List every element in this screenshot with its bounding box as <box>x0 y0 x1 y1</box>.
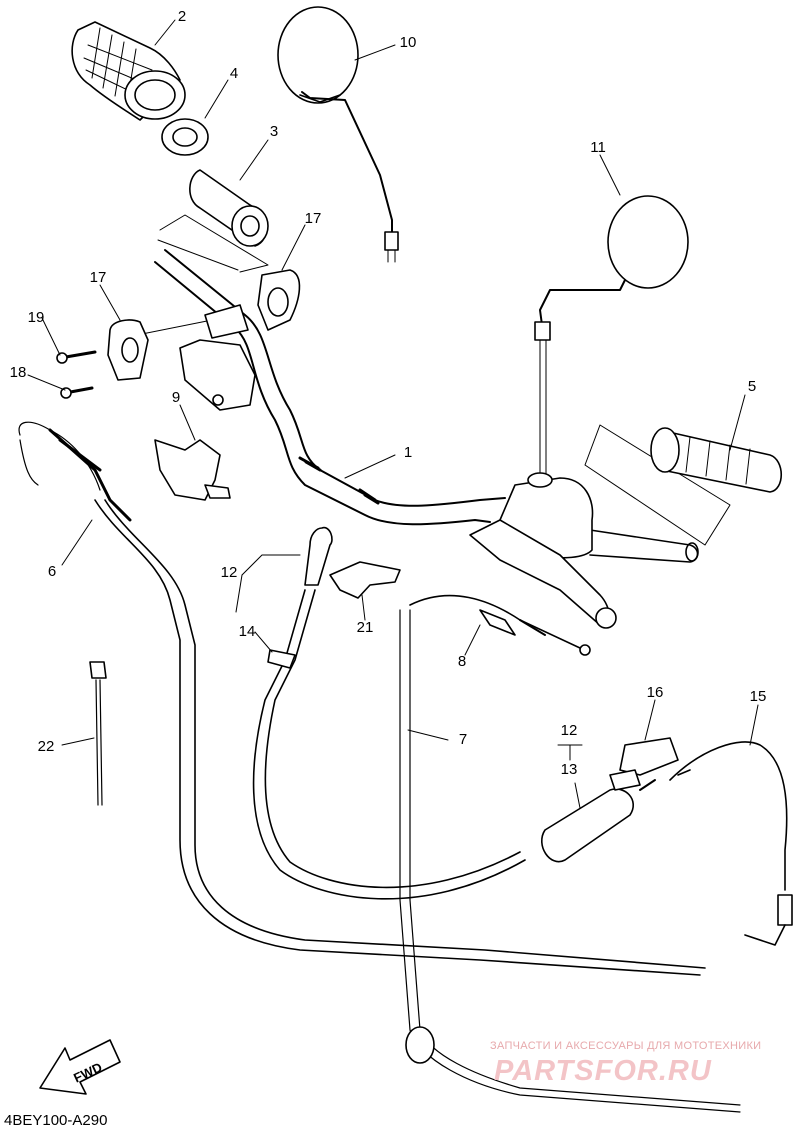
watermark-logo: PARTSFOR.RU <box>494 1055 712 1087</box>
watermark-tagline: ЗАПЧАСТИ И АКСЕССУАРЫ ДЛЯ МОТОТЕХНИКИ <box>490 1040 762 1052</box>
callout-17: 17 <box>304 210 322 227</box>
callout-11: 11 <box>590 139 606 156</box>
callout-12-right: 12 <box>560 722 578 739</box>
callout-8: 8 <box>457 653 467 670</box>
callout-10: 10 <box>399 34 417 51</box>
callout-22: 22 <box>37 738 55 755</box>
callout-19: 18 <box>9 364 27 381</box>
part-16-switch <box>609 737 679 791</box>
callout-14: 14 <box>238 623 256 640</box>
part-1-handlebar <box>154 249 699 563</box>
callout-18: 17 <box>89 269 107 286</box>
callout-9: 9 <box>171 389 181 406</box>
part-10-left-mirror <box>277 6 399 263</box>
left-switch-box <box>179 304 256 411</box>
callout-13: 13 <box>560 761 578 778</box>
callout-2: 2 <box>177 8 187 25</box>
callout-7: 7 <box>458 731 468 748</box>
diagram-code: 4BEY100-A290 <box>4 1112 108 1129</box>
part-20-screw <box>56 350 97 364</box>
callout-15: 15 <box>749 688 767 705</box>
callout-21: 21 <box>356 619 374 636</box>
part-2-left-grip <box>71 21 186 121</box>
brake-lever-assembly <box>469 472 617 629</box>
part-19-screw <box>60 386 94 399</box>
part-6-cable <box>18 421 706 976</box>
part-7-cable <box>399 594 741 1113</box>
callout-1: 1 <box>403 444 413 461</box>
part-11-right-mirror <box>534 195 689 476</box>
part-22-cable-tie <box>89 661 107 806</box>
part-13-adjuster <box>541 779 656 863</box>
part-18-housing <box>107 319 149 381</box>
part-12-choke-cable <box>252 526 526 900</box>
part-15-cable <box>669 741 793 946</box>
part-4-washer <box>161 118 209 156</box>
part-9-holder <box>154 439 231 501</box>
fwd-arrow <box>39 1039 121 1095</box>
callout-4: 4 <box>229 65 239 82</box>
part-17-housing <box>257 269 301 331</box>
leader-lines <box>27 19 759 809</box>
part-5-right-grip <box>584 424 783 546</box>
callout-12-left: 12 <box>220 564 238 581</box>
callout-16: 16 <box>646 684 664 701</box>
part-21-bracket <box>329 561 401 599</box>
callout-20: 19 <box>27 309 45 326</box>
part-3-throttle-tube <box>189 169 269 247</box>
part-8-cable-end <box>519 619 591 656</box>
callout-6: 6 <box>47 563 57 580</box>
callout-5: 5 <box>747 378 757 395</box>
callout-3: 3 <box>269 123 279 140</box>
